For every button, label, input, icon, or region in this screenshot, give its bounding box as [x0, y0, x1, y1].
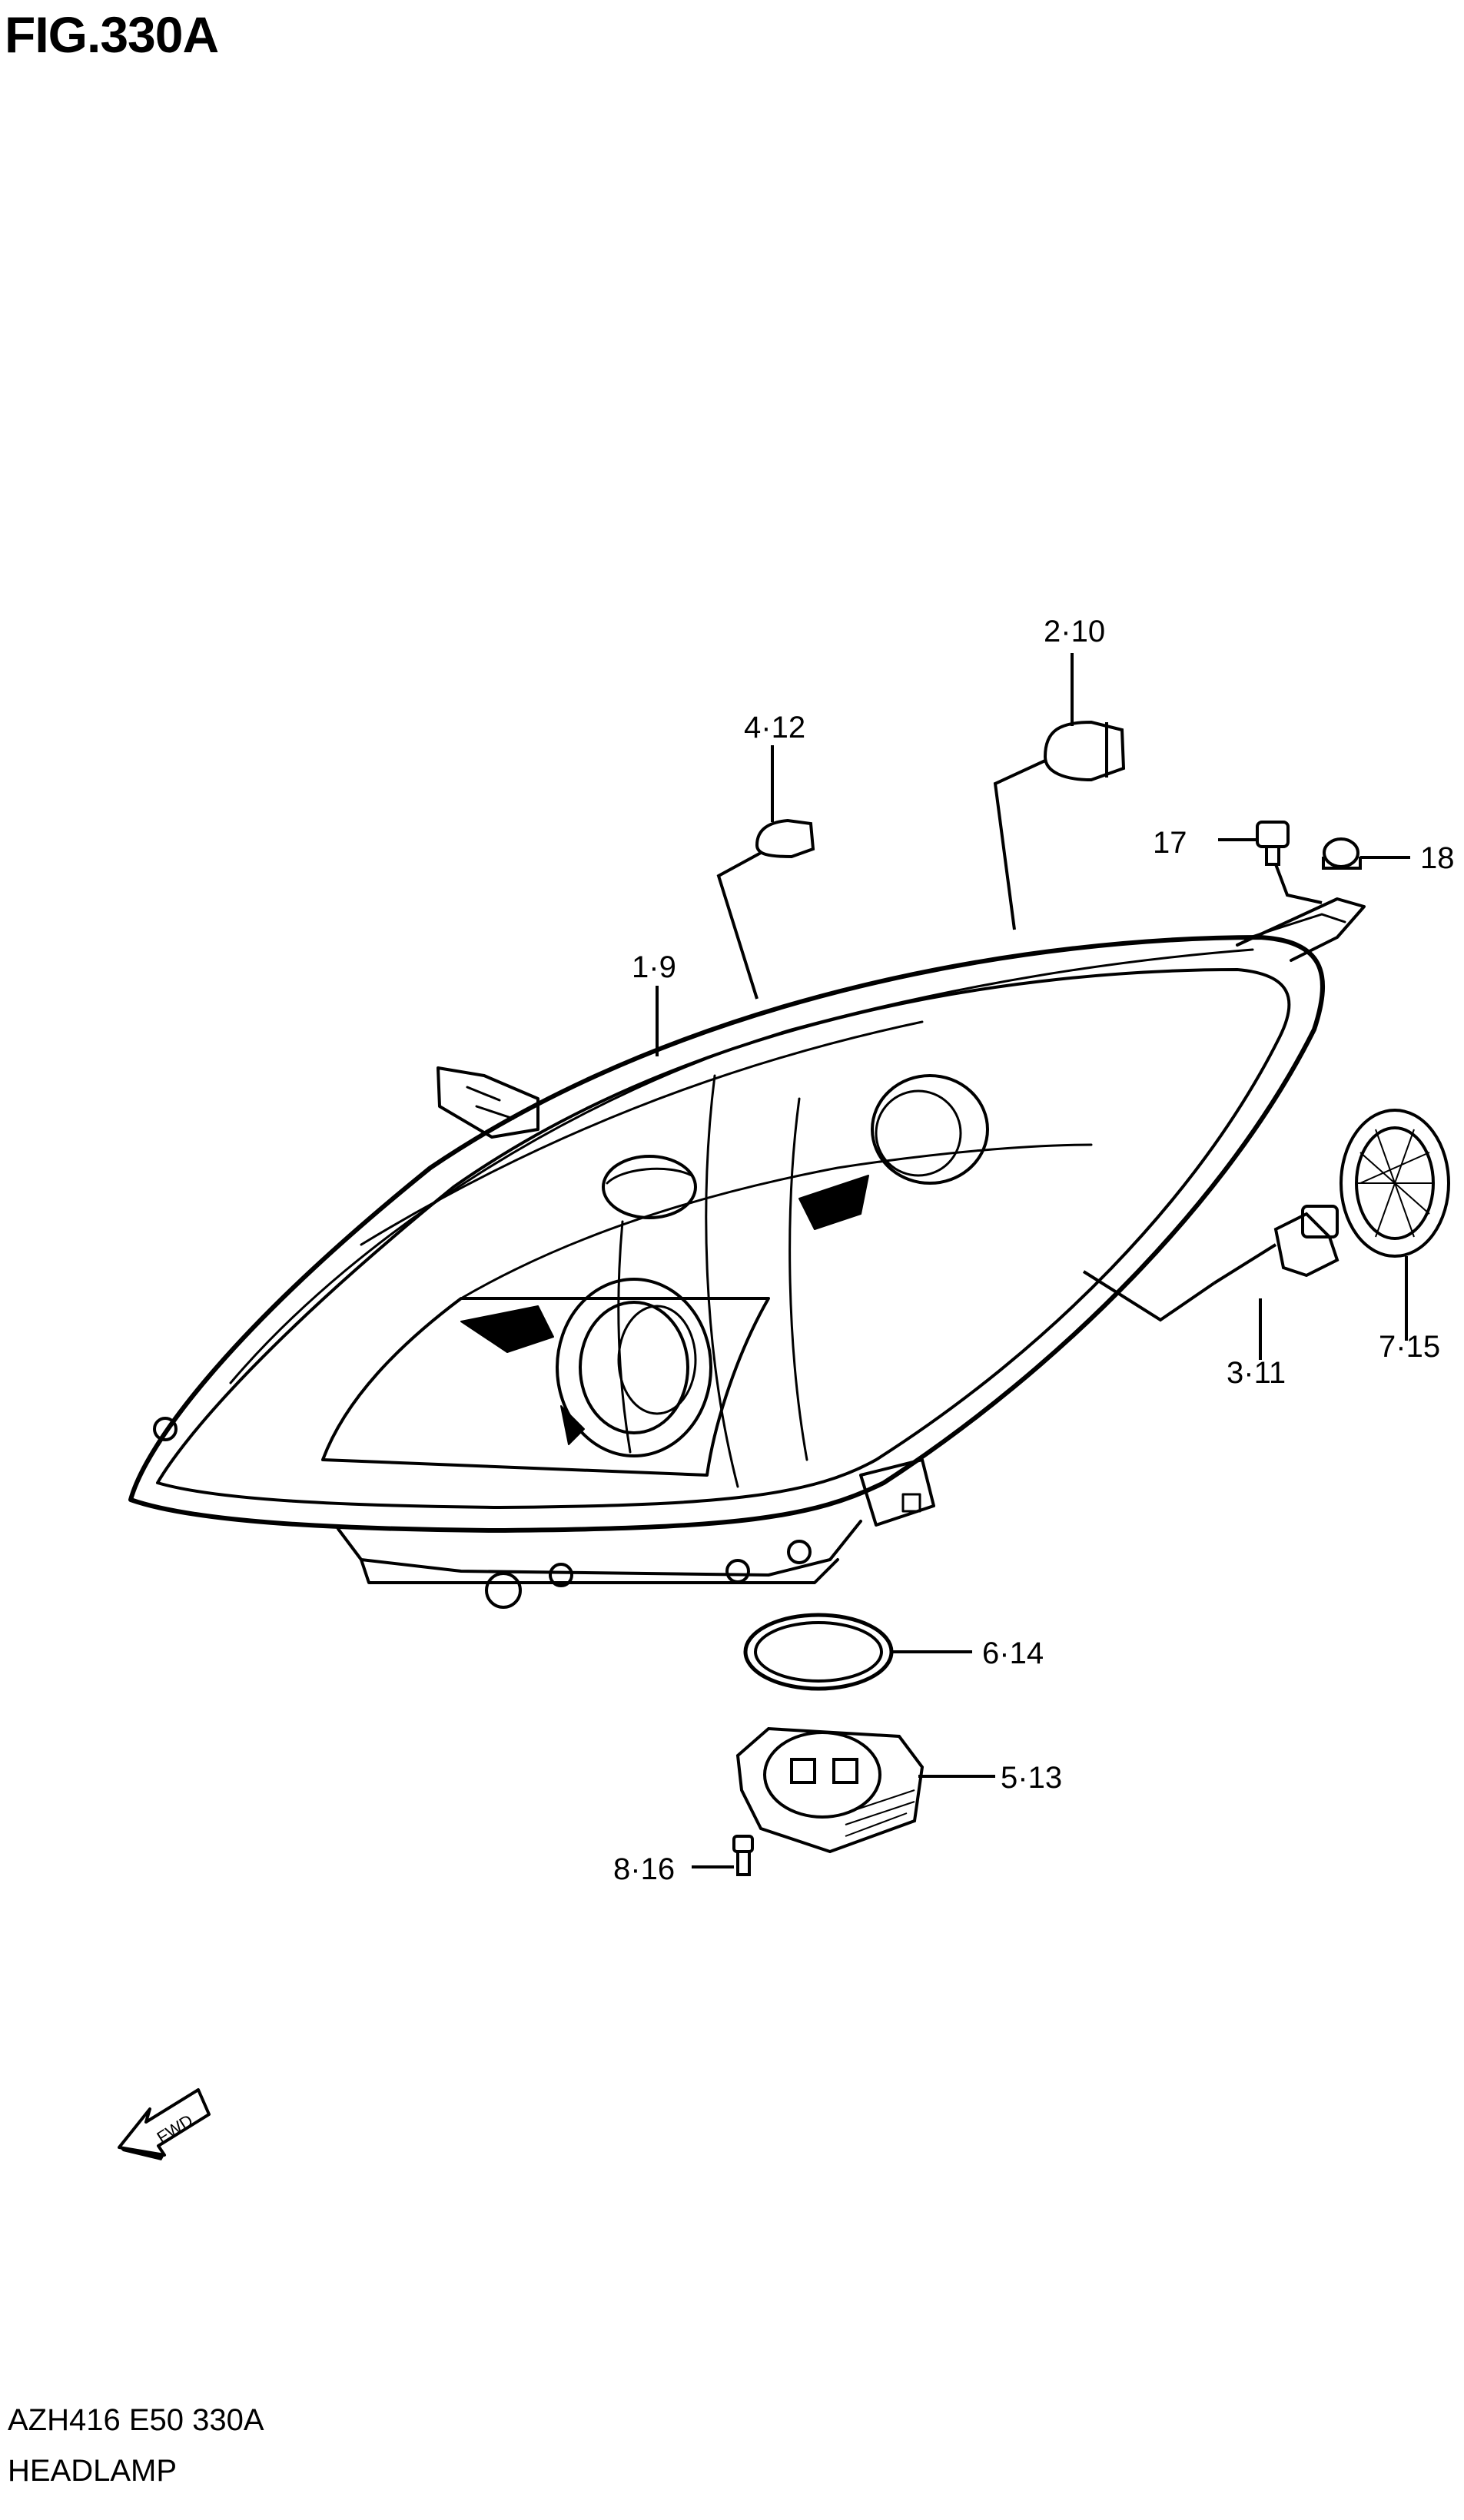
footer-diagram-name: HEADLAMP	[8, 2454, 178, 2488]
o-ring-6-14[interactable]	[743, 1613, 894, 1691]
wedge-bulb-2-10[interactable]	[1043, 720, 1126, 782]
callout-5-13: 5·13	[1001, 1761, 1062, 1795]
callout-18: 18	[1420, 841, 1455, 875]
callout-6-14: 6·14	[982, 1636, 1044, 1670]
leader-4-12-b	[716, 851, 762, 1000]
footer-diagram-code: AZH416 E50 330A	[8, 2403, 264, 2437]
hid-bulb-3-11[interactable]	[1213, 1205, 1340, 1285]
headlamp-housing[interactable]	[128, 897, 1366, 1609]
leader-3-11-b	[1082, 1270, 1216, 1322]
callout-3-11: 3·11	[1227, 1356, 1286, 1390]
leader-2-10-b	[993, 759, 1046, 930]
callout-4-12: 4·12	[744, 711, 805, 744]
grommet-18[interactable]	[1322, 837, 1362, 870]
fwd-arrow-icon: FWD	[118, 2088, 211, 2160]
callout-1-9: 1·9	[632, 950, 676, 984]
leader-lines	[656, 653, 1410, 1868]
screw-8-16[interactable]	[732, 1835, 754, 1876]
small-bulb-4-12[interactable]	[755, 818, 815, 859]
callout-8-16: 8·16	[613, 1852, 675, 1886]
ballast-5-13[interactable]	[735, 1726, 925, 1854]
leader-17-b	[1274, 864, 1323, 904]
callout-7-15: 7·15	[1379, 1330, 1440, 1364]
callout-17: 17	[1153, 826, 1187, 860]
figure-title: FIG.330A	[5, 6, 219, 63]
callout-2-10: 2·10	[1044, 615, 1105, 648]
screw-17[interactable]	[1256, 821, 1290, 866]
rear-cap-7-15[interactable]	[1340, 1109, 1450, 1258]
